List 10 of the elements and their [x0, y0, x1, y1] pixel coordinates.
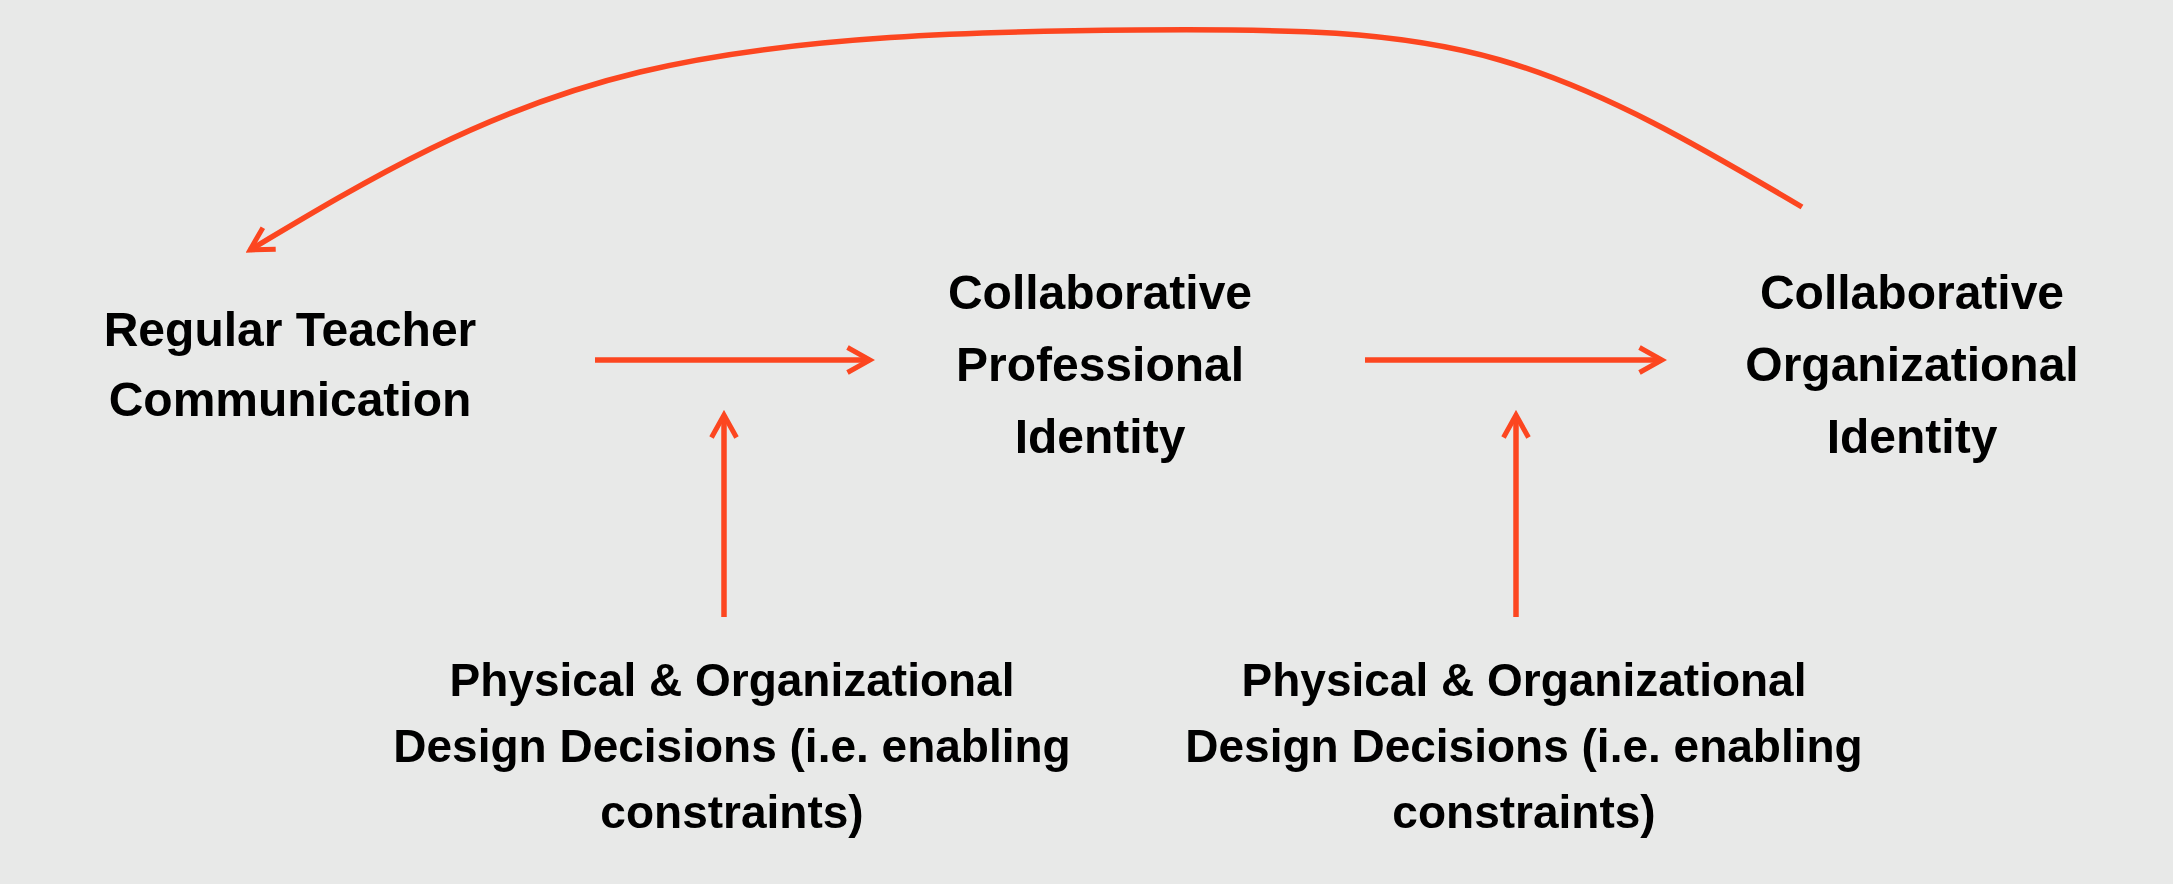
node-label: Collaborative Organizational Identity: [1744, 265, 2080, 465]
arrow: [1365, 345, 1665, 375]
arrow: [247, 27, 1804, 253]
node-label: Collaborative Professional Identity: [946, 265, 1254, 465]
arrow: [709, 412, 739, 617]
arrow: [1501, 412, 1531, 617]
arrow: [595, 345, 873, 375]
node-label: Physical & Organizational Design Decisions (i.e. enabling constraints): [392, 653, 1072, 840]
node-label: Physical & Organizational Design Decisions (i.e. enabling constraints): [1184, 653, 1864, 840]
node-label: Regular Teacher Communication: [102, 302, 478, 428]
